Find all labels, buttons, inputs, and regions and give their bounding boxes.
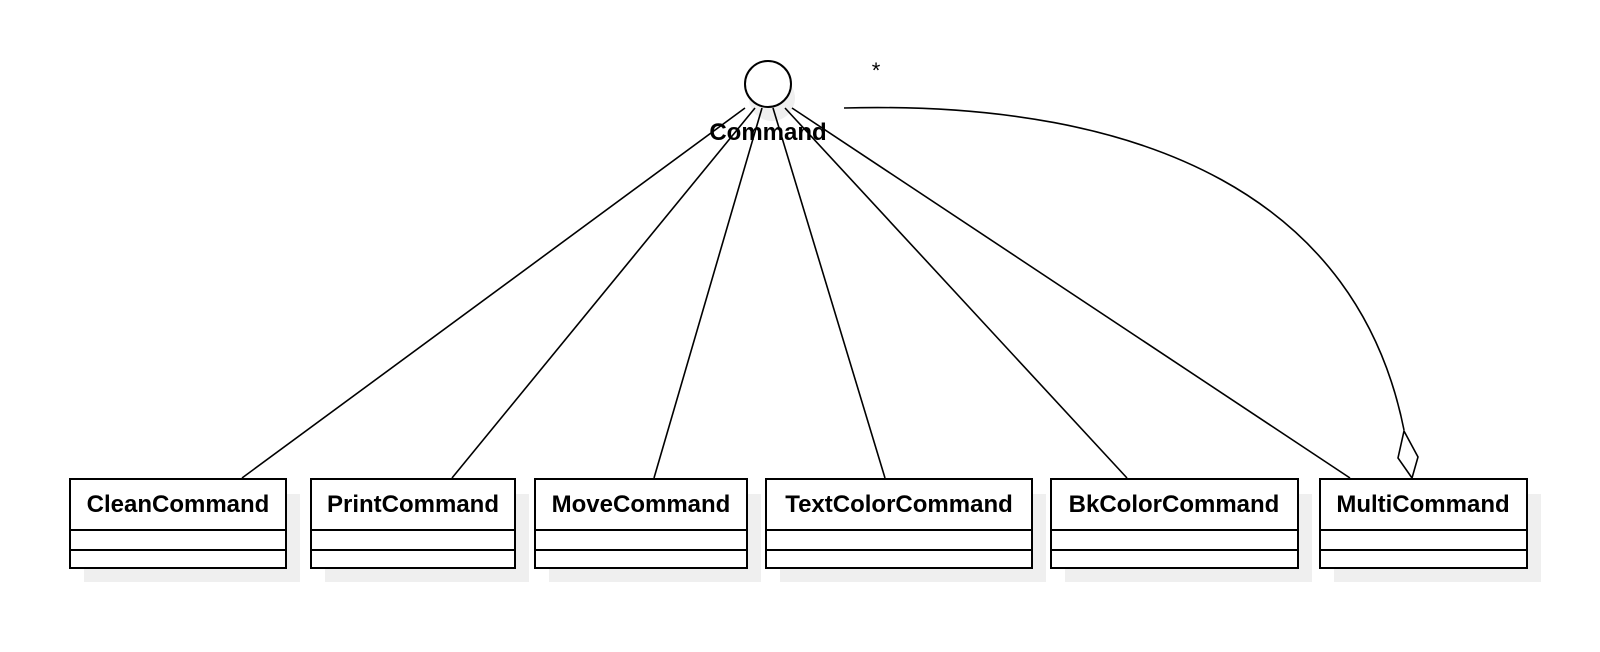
class-name: MultiCommand	[1336, 491, 1509, 518]
class-box	[765, 478, 1033, 569]
realization-line-multi	[791, 107, 1351, 479]
realization-lines	[241, 107, 1351, 479]
realization-line-bkcolor	[784, 107, 1128, 479]
class-text-color-command[interactable]: TextColorCommand	[765, 478, 1046, 582]
class-multi-command[interactable]: MultiCommand	[1319, 478, 1541, 582]
aggregation-relation: *	[843, 58, 1419, 480]
aggregation-diamond-icon	[1397, 428, 1419, 480]
realization-line-print	[451, 107, 756, 479]
class-print-command[interactable]: PrintCommand	[310, 478, 529, 582]
realization-line-textcolor	[772, 107, 886, 479]
class-move-command[interactable]: MoveCommand	[534, 478, 761, 582]
class-name: BkColorCommand	[1069, 491, 1280, 518]
multiplicity-label: *	[872, 58, 881, 83]
aggregation-curve	[843, 106, 1405, 431]
class-box	[69, 478, 287, 569]
class-bk-color-command[interactable]: BkColorCommand	[1050, 478, 1312, 582]
class-name: PrintCommand	[327, 491, 499, 518]
class-box	[1319, 478, 1528, 569]
realization-line-move	[653, 107, 763, 479]
class-name: MoveCommand	[552, 491, 731, 518]
class-box	[1050, 478, 1299, 569]
interface-command[interactable]: Command	[709, 60, 827, 146]
realization-line-clean	[241, 107, 746, 479]
class-name: TextColorCommand	[785, 491, 1013, 518]
class-clean-command[interactable]: CleanCommand	[69, 478, 300, 582]
interface-circle-icon	[744, 60, 792, 108]
class-box	[534, 478, 748, 569]
class-name: CleanCommand	[87, 491, 270, 518]
class-box	[310, 478, 516, 569]
